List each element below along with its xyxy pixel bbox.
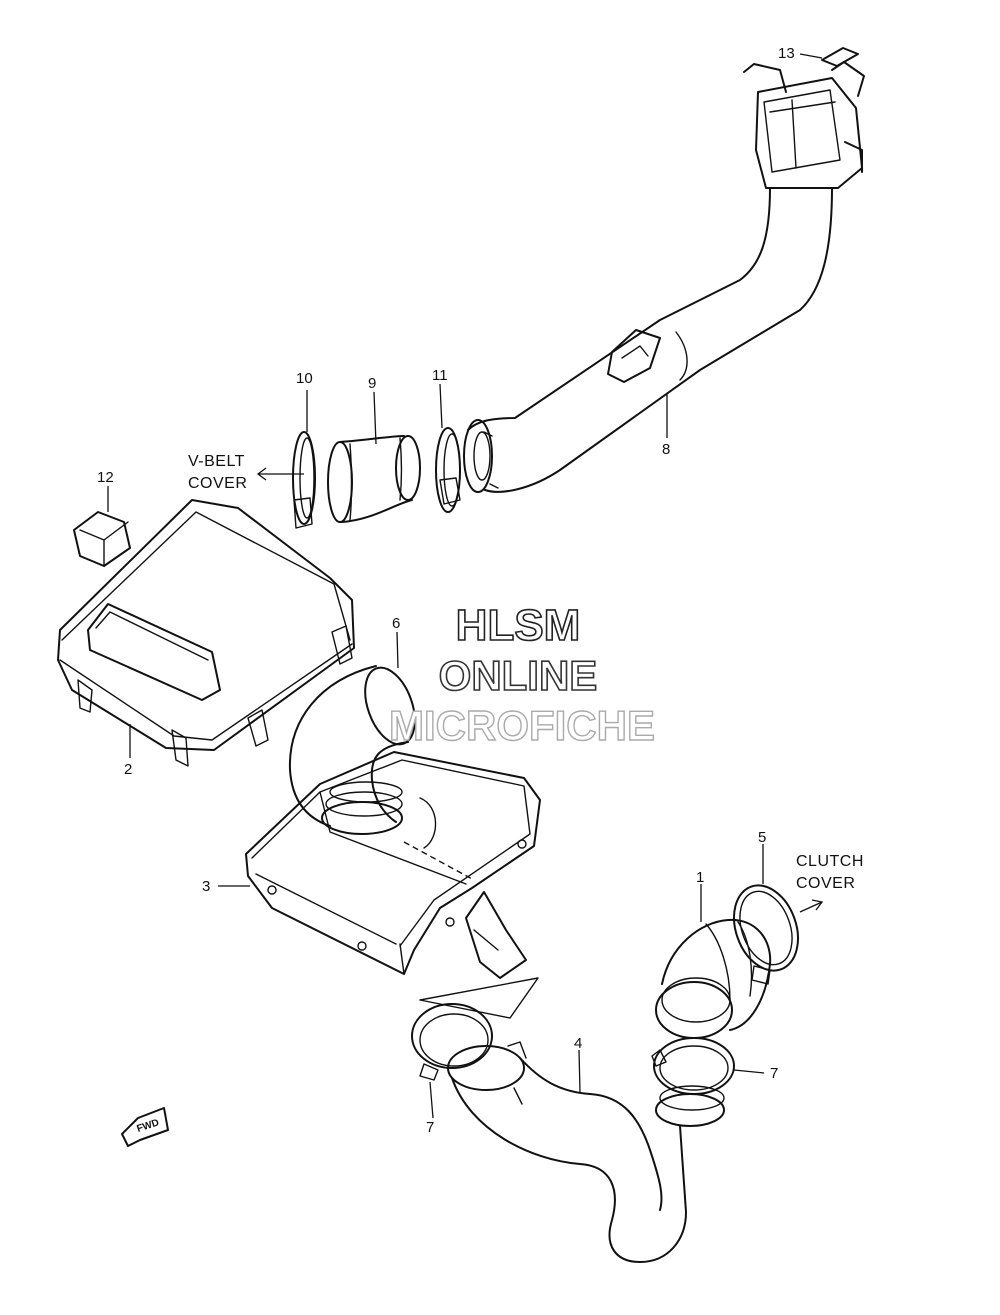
part-label-4: 4 (574, 1035, 582, 1052)
part-13-pad (821, 47, 859, 67)
vbelt-note-line1: V-BELT (188, 453, 245, 470)
part-4-lower-duct (447, 1041, 725, 1263)
leader-lines (107, 53, 824, 1119)
fwd-arrow: FWD (121, 1107, 169, 1147)
part-12-cube-pad (73, 511, 131, 567)
part-7-left-clamp (411, 1003, 493, 1081)
part-label-7-right: 7 (770, 1065, 778, 1082)
vbelt-note-line2: COVER (188, 475, 247, 492)
part-label-10: 10 (296, 370, 313, 387)
watermark-line1: HLSM (456, 601, 581, 650)
part-8-intake-duct (463, 61, 865, 493)
part-label-2: 2 (124, 761, 132, 778)
part-labels: 10 9 11 12 8 13 6 2 3 1 5 4 7 7 (97, 45, 795, 1136)
part-label-3: 3 (202, 878, 210, 895)
part-label-13: 13 (778, 45, 795, 62)
cut-line (419, 977, 539, 1019)
part-2-cleaner-cover (57, 499, 355, 767)
part-label-1: 1 (696, 869, 704, 886)
fwd-label: FWD (136, 1117, 161, 1135)
watermark: HLSM ONLINE MICROFICHE (388, 600, 655, 750)
part-label-7-left: 7 (426, 1119, 434, 1136)
part-label-11: 11 (432, 367, 448, 384)
part-5-clamp (733, 884, 799, 985)
part-3-cleaner-case (245, 751, 541, 979)
part-6-elbow-boot (288, 665, 416, 835)
notes: V-BELT COVER CLUTCH COVER (188, 453, 864, 892)
part-label-8: 8 (662, 441, 670, 458)
watermark-line2: ONLINE (439, 652, 598, 699)
watermark-line3: MICROFICHE (389, 702, 655, 749)
clutch-note-line1: CLUTCH (796, 853, 864, 870)
part-label-6: 6 (392, 615, 400, 632)
part-9-joint-boot (327, 435, 421, 523)
part-10-clamp (292, 431, 316, 529)
part-label-9: 9 (368, 375, 376, 392)
part-label-5: 5 (758, 829, 766, 846)
part-1-joint-boot (655, 918, 772, 1039)
part-11-clamp (435, 427, 461, 513)
clutch-note-line2: COVER (796, 875, 855, 892)
part-label-12: 12 (97, 469, 114, 486)
